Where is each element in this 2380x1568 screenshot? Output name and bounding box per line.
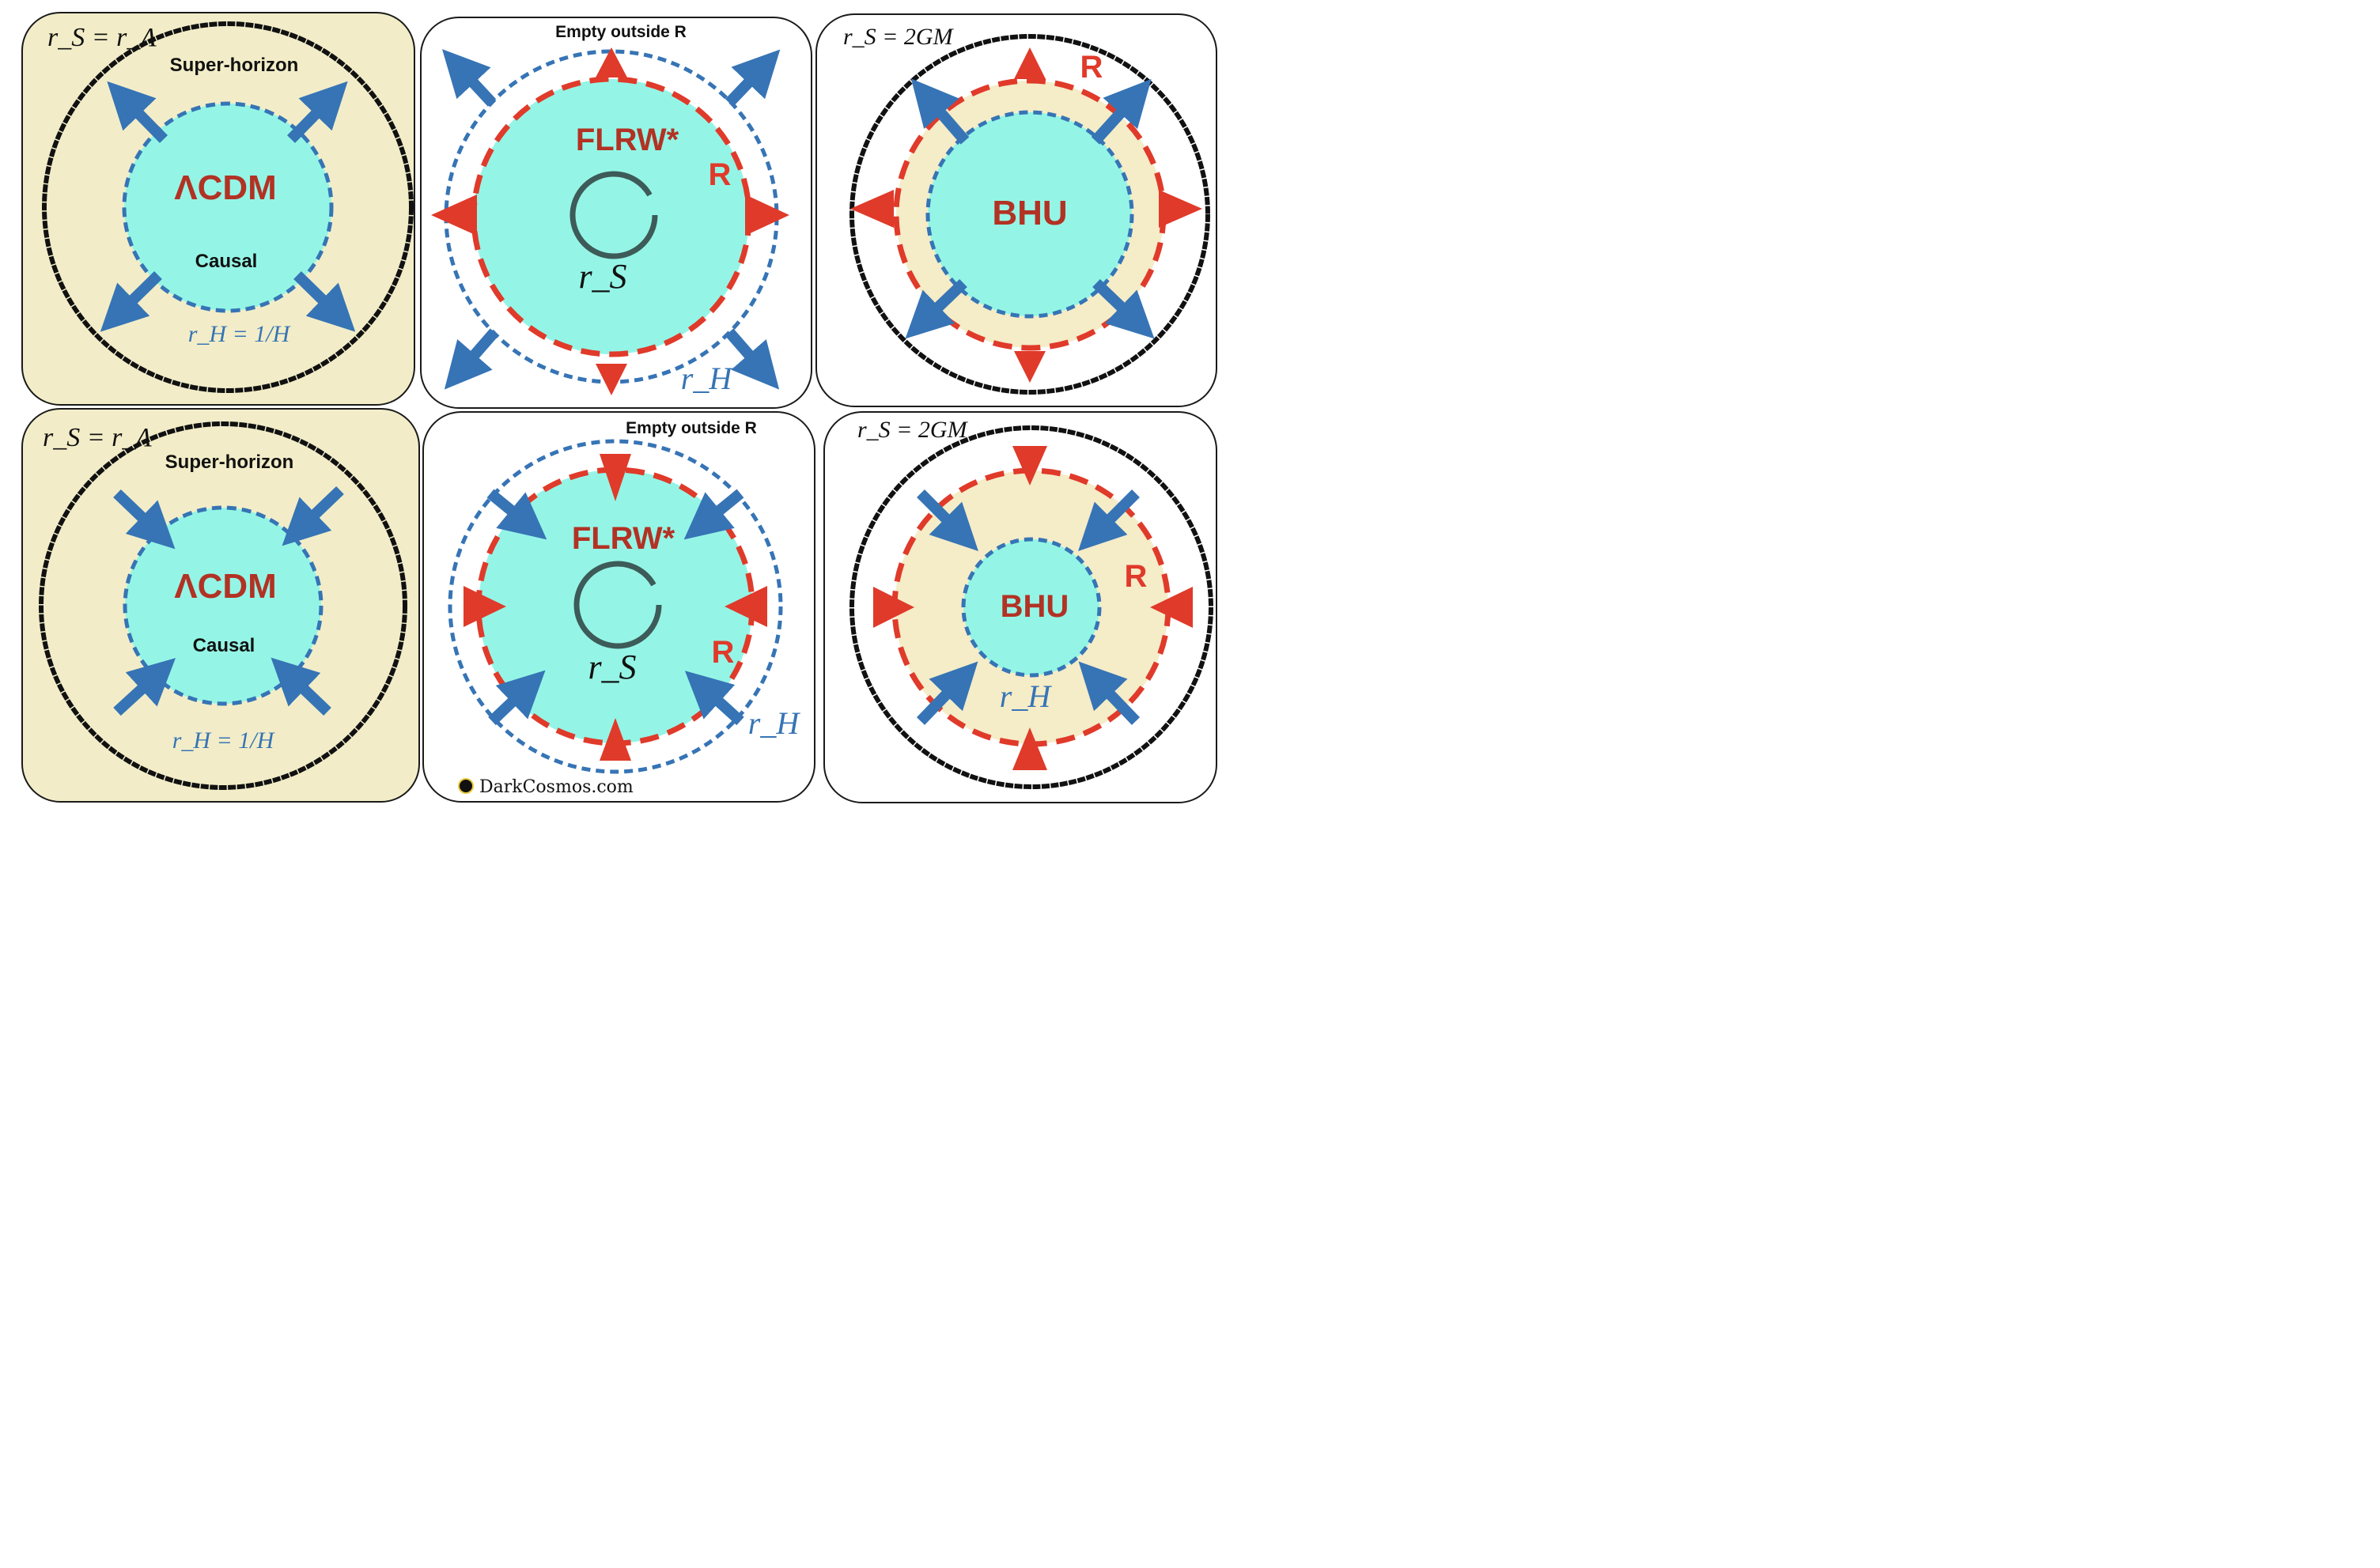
r-boundary-label: R: [1080, 50, 1103, 85]
red-arrow-right: [725, 586, 767, 627]
corner-label: r_S = 2GM: [857, 417, 969, 443]
outer-black-circle: [849, 425, 1213, 789]
rh-label: r_H: [748, 705, 801, 741]
arrow-upper-right: [282, 486, 344, 546]
arrow-lower-right: [1092, 278, 1155, 339]
credit-text: DarkCosmos.com: [479, 777, 634, 797]
r-boundary-label: R: [1125, 559, 1148, 594]
red-arrow-bottom: [1014, 351, 1046, 383]
red-arrow-top: [600, 454, 631, 501]
causal-region: [122, 101, 334, 313]
red-arrow-left: [464, 586, 506, 627]
panel-flrw-collapsing: Empty outside R FLRW* R r_S r_H DarkCosm…: [422, 411, 815, 803]
cosmology-diagram: r_S = r_Λ Super-horizon ΛCDM Causal r_H …: [21, 12, 1217, 803]
red-arrow-right: [745, 195, 789, 236]
arrow-lower-left: [113, 658, 176, 716]
red-arrow-bottom: [1012, 727, 1047, 770]
credit: DarkCosmos.com: [458, 777, 634, 797]
red-arrow-bottom: [596, 364, 627, 395]
expansion-arrows: [100, 81, 356, 332]
red-arrow-right: [1150, 587, 1193, 628]
arrow-upper-left: [917, 489, 978, 551]
arrow-upper-right: [725, 49, 781, 107]
r-boundary-label: R: [709, 157, 732, 192]
red-arrow-right: [1159, 190, 1202, 228]
super-horizon-circle: [42, 21, 414, 393]
boundary-arrows: [431, 47, 789, 395]
flrw-title: FLRW*: [576, 123, 679, 157]
flrw-title: FLRW*: [572, 521, 675, 556]
rh-label: r_H: [681, 361, 734, 396]
arrow-lower-left: [100, 270, 162, 332]
red-arrow-left: [873, 587, 914, 628]
matter-region-r: [471, 76, 752, 357]
super-horizon-label: Super-horizon: [170, 55, 299, 76]
arrow-upper-right: [1091, 78, 1152, 145]
red-arrow-left: [431, 195, 477, 236]
rh-label: r_H: [1000, 678, 1053, 714]
arrow-upper-left: [910, 78, 970, 145]
causal-label: Causal: [193, 635, 255, 656]
arrow-upper-right: [683, 489, 744, 540]
arrow-lower-right: [684, 671, 744, 726]
r-boundary-label: R: [712, 635, 735, 670]
empty-outside-label: Empty outside R: [626, 419, 757, 437]
arrow-lower-right: [271, 657, 331, 716]
rs-label: r_S: [588, 648, 636, 686]
bhu-inner-region: [961, 537, 1102, 678]
hubble-horizon-circle: [448, 439, 783, 774]
boundary-arrows: [464, 454, 767, 761]
arrow-lower-left: [905, 278, 967, 339]
corner-label: r_S = r_Λ: [47, 23, 157, 52]
super-horizon-label: Super-horizon: [165, 452, 294, 473]
red-arrow-top: [1014, 47, 1046, 79]
panel-lcdm-expanding: r_S = r_Λ Super-horizon ΛCDM Causal r_H …: [21, 12, 415, 406]
red-arrow-top: [1012, 446, 1047, 486]
boundary-arrows: [850, 47, 1202, 383]
arrow-upper-right: [1078, 489, 1140, 551]
empty-outside-label: Empty outside R: [555, 23, 687, 41]
collapse-arrows: [113, 486, 344, 716]
red-arrow-left: [850, 190, 894, 228]
corner-label: r_S = 2GM: [843, 24, 955, 50]
lcdm-title: ΛCDM: [174, 168, 277, 207]
red-arrow-top: [596, 47, 627, 77]
corner-label: r_S = r_Λ: [43, 423, 152, 452]
panel-flrw-expanding: Empty outside R FLRW* R r_S r_H: [420, 17, 812, 409]
black-hole-icon: [458, 778, 474, 794]
arrow-upper-left: [486, 489, 547, 540]
schwarzschild-ring: [573, 561, 662, 649]
arrow-lower-left: [916, 661, 978, 725]
causal-label: Causal: [195, 251, 258, 272]
rs-label: r_S: [578, 257, 626, 296]
arrow-upper-left: [107, 81, 168, 143]
schwarzschild-ring: [569, 171, 658, 259]
super-horizon-circle: [39, 421, 407, 790]
arrow-lower-right: [1078, 661, 1141, 725]
arrow-lower-right: [725, 328, 780, 390]
hubble-radius-label: r_H = 1/H: [188, 321, 292, 347]
arrow-lower-right: [293, 270, 356, 332]
arrow-lower-left: [488, 670, 546, 726]
arrow-lower-left: [444, 328, 499, 390]
panel-bhu-collapsing: r_S = 2GM BHU R r_H: [823, 411, 1217, 803]
arrow-upper-right: [286, 81, 348, 143]
arrow-upper-left: [113, 489, 176, 550]
arrow-upper-left: [441, 49, 497, 107]
lcdm-title: ΛCDM: [174, 567, 277, 606]
red-arrow-bottom: [600, 718, 631, 761]
panel-bhu-expanding: r_S = 2GM BHU R: [815, 13, 1217, 407]
causal-region: [123, 505, 324, 706]
panel-lcdm-collapsing: r_S = r_Λ Super-horizon ΛCDM Causal r_H …: [21, 408, 420, 803]
outer-black-circle: [849, 34, 1210, 395]
bhu-inner-region: [925, 110, 1134, 319]
hubble-radius-label: r_H = 1/H: [172, 727, 276, 754]
bhu-title: BHU: [992, 194, 1067, 232]
boundary-arrows: [873, 446, 1193, 770]
bhu-title: BHU: [1001, 589, 1069, 624]
